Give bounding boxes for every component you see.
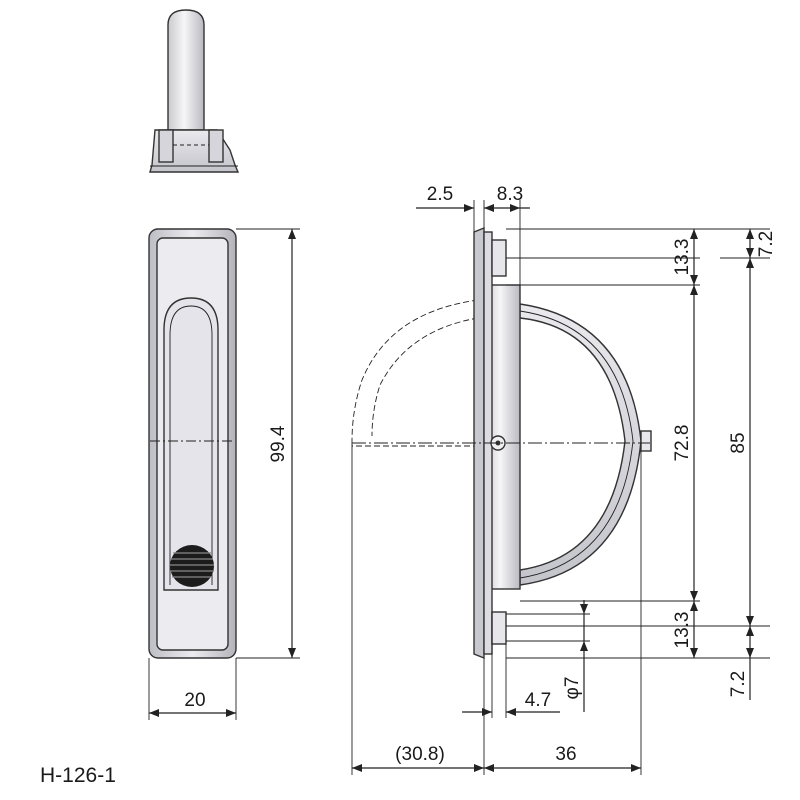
dim-boss-diameter: φ7 xyxy=(562,677,583,700)
top-view-tab-right xyxy=(208,129,224,163)
dim-total-height: 85 xyxy=(728,432,749,453)
dim-bottom-offset: 7.2 xyxy=(728,671,749,697)
top-view-tab-left xyxy=(158,129,174,163)
dim-bottom-pitch: 13.3 xyxy=(672,612,693,649)
dim-handle-swing: (30.8) xyxy=(395,744,445,765)
side-dimensions: 2.5 8.3 13.3 7.2 72.8 85 13.3 xyxy=(351,184,777,775)
front-view-handle-slot xyxy=(163,297,219,591)
side-view-stop-pin xyxy=(640,430,652,452)
side-view-boss-top xyxy=(491,239,507,277)
dim-depth-top: 8.3 xyxy=(497,184,523,205)
dim-hole-pitch: 72.8 xyxy=(672,425,693,462)
side-view-handle xyxy=(519,303,642,586)
lock-cylinder-icon xyxy=(170,545,214,587)
dim-top-offset: 7.2 xyxy=(756,231,777,257)
model-code-label: H-126-1 xyxy=(40,764,116,787)
dim-handle-depth: 36 xyxy=(555,744,576,765)
dim-front-height: 99.4 xyxy=(268,425,289,462)
top-view-knob xyxy=(167,9,205,131)
side-view-handle-open xyxy=(351,299,479,442)
dim-front-width: 20 xyxy=(184,690,205,711)
dim-top-pitch: 13.3 xyxy=(672,239,693,276)
front-view xyxy=(148,228,237,659)
top-view xyxy=(149,9,240,173)
dim-boss-offset: 4.7 xyxy=(525,690,551,711)
side-view xyxy=(351,226,652,660)
side-view-boss-bottom xyxy=(491,611,507,645)
front-dimensions: 99.4 20 xyxy=(148,228,300,720)
dim-flange: 2.5 xyxy=(427,184,453,205)
